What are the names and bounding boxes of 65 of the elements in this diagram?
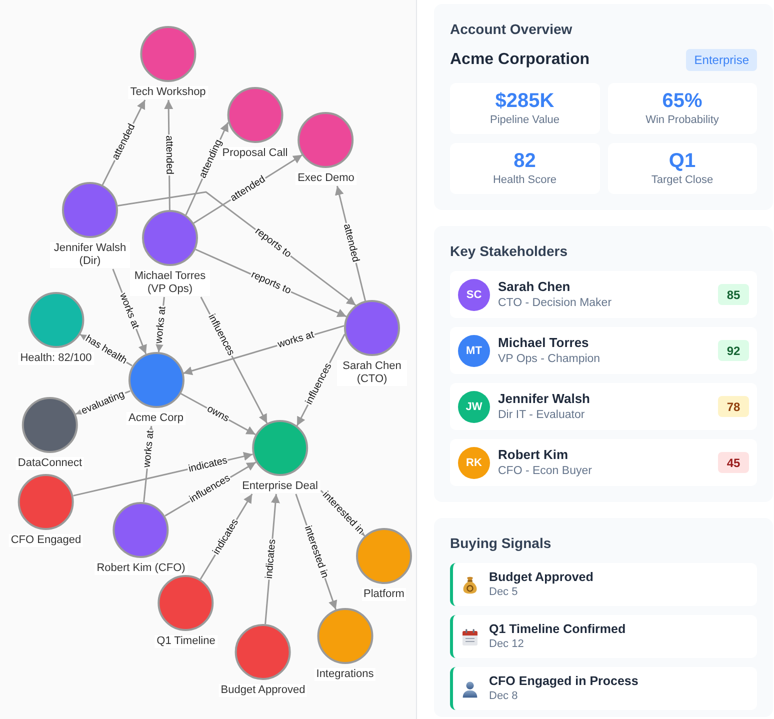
signal-date: Dec 12 bbox=[489, 638, 525, 651]
metric-label: Win Probability bbox=[646, 114, 719, 127]
node-label: Tech Workshop bbox=[128, 86, 208, 99]
signal-date: Dec 5 bbox=[489, 586, 519, 599]
panel bbox=[434, 226, 773, 502]
node-label: Proposal Call bbox=[220, 147, 290, 160]
avatar: JW bbox=[458, 390, 490, 422]
panel bbox=[434, 518, 773, 717]
metric-value: 65% bbox=[662, 90, 702, 112]
node-label: Exec Demo bbox=[296, 172, 356, 185]
person-role: CTO - Decision Maker bbox=[498, 296, 613, 310]
score-badge: 78 bbox=[718, 396, 749, 417]
node-label: Enterprise Deal bbox=[240, 480, 320, 493]
edge-label: attended bbox=[163, 134, 175, 176]
account-name: Acme Corporation bbox=[450, 50, 590, 70]
edge-label: indicates bbox=[264, 538, 278, 580]
node-label: DataConnect bbox=[16, 457, 84, 470]
panel-title: Account Overview bbox=[450, 20, 574, 38]
signal-row bbox=[450, 563, 757, 606]
signal-title: Q1 Timeline Confirmed bbox=[489, 622, 627, 637]
node-label: Michael Torres (VP Ops) bbox=[130, 270, 210, 296]
avatar: SC bbox=[458, 278, 490, 310]
person-name: Jennifer Walsh bbox=[498, 391, 591, 407]
person-name: Robert Kim bbox=[498, 447, 570, 463]
score-badge: 92 bbox=[718, 340, 749, 361]
score-badge: 85 bbox=[718, 284, 749, 305]
edge-label: attended bbox=[341, 222, 362, 265]
panel-title: Key Stakeholders bbox=[450, 242, 568, 260]
signal-title: Budget Approved bbox=[489, 570, 594, 585]
metric-label: Pipeline Value bbox=[490, 114, 560, 127]
metric-value: $285K bbox=[495, 90, 554, 112]
signal-date: Dec 8 bbox=[489, 690, 519, 703]
person-name: Sarah Chen bbox=[498, 279, 572, 295]
panel bbox=[434, 4, 773, 210]
node-label: Acme Corp bbox=[126, 412, 186, 425]
person-role: CFO - Econ Buyer bbox=[498, 464, 593, 478]
node-label: Robert Kim (CFO) bbox=[94, 562, 188, 575]
person-role: Dir IT - Evaluator bbox=[498, 408, 586, 422]
node-label: Integrations bbox=[314, 668, 376, 681]
score-badge: 45 bbox=[718, 452, 749, 473]
node-label: Jennifer Walsh (Dir) bbox=[50, 242, 130, 268]
stakeholder-row bbox=[450, 271, 757, 318]
metric-value: Q1 bbox=[668, 150, 696, 172]
person-name: Michael Torres bbox=[498, 335, 590, 351]
metric-label: Target Close bbox=[651, 174, 714, 187]
panel-title: Buying Signals bbox=[450, 534, 552, 552]
stakeholder-row bbox=[450, 383, 757, 430]
node-label: Health: 82/100 bbox=[18, 352, 94, 365]
tier-badge: Enterprise bbox=[686, 49, 757, 71]
signal-row bbox=[450, 615, 757, 658]
stakeholder-row bbox=[450, 439, 757, 486]
signal-title: CFO Engaged in Process bbox=[489, 674, 640, 689]
avatar: RK bbox=[458, 446, 490, 478]
node-label: CFO Engaged bbox=[8, 534, 84, 547]
node-label: Sarah Chen (CTO) bbox=[337, 360, 407, 386]
signal-row bbox=[450, 667, 757, 710]
edge-label: works at bbox=[142, 428, 157, 469]
stakeholder-row bbox=[450, 327, 757, 374]
avatar: MT bbox=[458, 334, 490, 366]
metric-label: Health Score bbox=[492, 174, 557, 187]
node-label: Platform bbox=[362, 588, 406, 601]
person-role: VP Ops - Champion bbox=[498, 352, 602, 366]
metric-value: 82 bbox=[514, 150, 536, 172]
node-label: Q1 Timeline bbox=[154, 635, 218, 648]
node-label: Budget Approved bbox=[218, 684, 308, 697]
